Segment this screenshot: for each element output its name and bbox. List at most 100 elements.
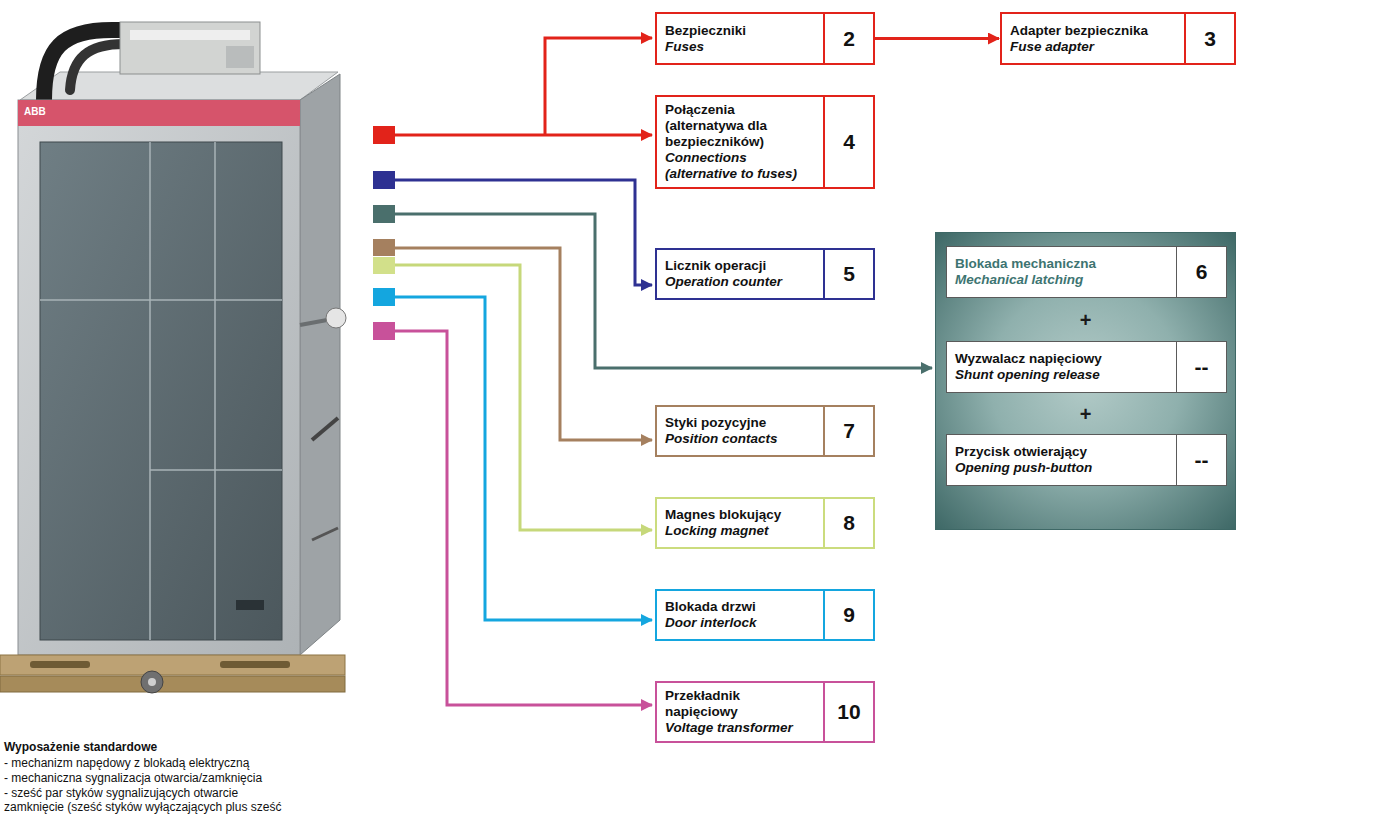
contactor-photo: [0, 22, 346, 693]
window-line: [40, 299, 282, 301]
leader-line: [395, 248, 652, 440]
leader-line: [395, 265, 652, 530]
connector-arrow: [875, 37, 999, 40]
component-box: Styki pozycyjnePosition contacts7: [655, 405, 875, 457]
window-line: [214, 142, 216, 640]
component-box: Magnes blokującyLocking magnet8: [655, 497, 875, 549]
text-column: Magnes blokującyLocking magnet: [657, 499, 823, 547]
callout-number: 4: [823, 97, 873, 187]
callout-number: 8: [823, 499, 873, 547]
polish-name: Licznik operacji: [665, 258, 815, 274]
text-column: Przycisk otwierającyOpening push-button: [947, 435, 1176, 485]
leader-lines: [395, 38, 932, 705]
english-name: Opening push-button: [955, 460, 1168, 476]
side-face: [300, 74, 340, 655]
component-box: Licznik operacjiOperation counter5: [655, 248, 875, 300]
callout-number: 7: [823, 407, 873, 455]
lever: [312, 418, 338, 440]
window-detail: [236, 600, 264, 610]
text-column: Połączenia (alternatywa dla bezpiecznikó…: [657, 97, 823, 187]
lever: [312, 528, 338, 540]
text-column: Styki pozycyjnePosition contacts: [657, 407, 823, 455]
color-square: [373, 257, 395, 274]
english-name: Shunt opening release: [955, 367, 1168, 383]
component-box: Przekładnik napięciowyVoltage transforme…: [655, 681, 875, 743]
color-square: [373, 239, 395, 256]
rail-slot: [30, 661, 90, 668]
component-box: BezpiecznikiFuses2: [655, 12, 875, 65]
polish-name: Adapter bezpiecznika: [1010, 23, 1176, 39]
text-column: Przekładnik napięciowyVoltage transforme…: [657, 683, 823, 741]
text-column: Blokada mechanicznaMechanical latching: [947, 247, 1176, 297]
fuse-holder-detail: [130, 30, 250, 40]
color-square: [373, 126, 395, 144]
leader-line: [395, 180, 652, 285]
polish-name: Blokada mechaniczna: [955, 256, 1168, 272]
leader-line: [395, 214, 932, 368]
leader-line: [395, 297, 652, 620]
list-item: zamknięcie (sześć styków wyłączających p…: [4, 800, 281, 815]
window-line: [150, 469, 282, 471]
plus-sign: +: [936, 403, 1235, 425]
text-column: Wyzwalacz napięciowyShunt opening releas…: [947, 342, 1176, 392]
callout-number: 10: [823, 683, 873, 741]
knob: [326, 308, 346, 328]
window-line: [149, 142, 151, 640]
component-box: Połączenia (alternatywa dla bezpiecznikó…: [655, 95, 875, 189]
front-window: [40, 142, 282, 640]
rail: [0, 676, 345, 692]
english-name: Fuse adapter: [1010, 39, 1176, 55]
text-column: Licznik operacjiOperation counter: [657, 250, 823, 298]
rail-knob: [141, 671, 163, 693]
component-box: Blokada drzwiDoor interlock9: [655, 589, 875, 641]
leader-line: [395, 331, 652, 705]
rail-slot: [220, 661, 290, 668]
callout-number: --: [1176, 435, 1226, 485]
component-box: Przycisk otwierającyOpening push-button-…: [946, 434, 1227, 486]
option-panel: + + Blokada mechanicznaMechanical latching…: [935, 232, 1236, 530]
english-name: Door interlock: [665, 615, 815, 631]
cable: [44, 30, 132, 100]
leader-line: [395, 134, 652, 137]
english-name: Position contacts: [665, 431, 815, 447]
cable: [70, 44, 124, 90]
component-box: Wyzwalacz napięciowyShunt opening releas…: [946, 341, 1227, 393]
color-square: [373, 322, 395, 340]
brand-label: ABB: [24, 106, 46, 118]
callout-number: 3: [1184, 14, 1234, 63]
polish-name: Magnes blokujący: [665, 507, 815, 523]
fuse-holder-detail: [226, 46, 254, 68]
plus-sign: +: [936, 309, 1235, 331]
callout-number: 9: [823, 591, 873, 639]
polish-name: Blokada drzwi: [665, 599, 815, 615]
section-heading: Wyposażenie standardowe: [4, 740, 157, 755]
polish-name: Wyzwalacz napięciowy: [955, 351, 1168, 367]
fuse-holder: [120, 22, 260, 74]
text-column: Blokada drzwiDoor interlock: [657, 591, 823, 639]
polish-name: Styki pozycyjne: [665, 415, 815, 431]
component-box: Blokada mechanicznaMechanical latching6: [946, 246, 1227, 298]
component-box: Adapter bezpiecznikaFuse adapter3: [1000, 12, 1236, 65]
polish-name: Bezpieczniki: [665, 23, 815, 39]
english-name: Operation counter: [665, 274, 815, 290]
callout-number: 5: [823, 250, 873, 298]
color-square: [373, 171, 395, 189]
text-column: BezpiecznikiFuses: [657, 14, 823, 63]
rail-knob: [148, 678, 156, 686]
callout-number: 6: [1176, 247, 1226, 297]
front-face: [18, 100, 300, 655]
english-name: Locking magnet: [665, 523, 815, 539]
list-item: - mechaniczna sygnalizacja otwarcia/zamk…: [4, 771, 262, 786]
english-name: Fuses: [665, 39, 815, 55]
english-name: Voltage transformer: [665, 720, 815, 736]
english-name: Mechanical latching: [955, 272, 1168, 288]
polish-name: Przekładnik napięciowy: [665, 688, 815, 720]
english-name: Connections (alternative to fuses): [665, 150, 815, 182]
polish-name: Przycisk otwierający: [955, 444, 1168, 460]
color-square: [373, 288, 395, 306]
text-column: Adapter bezpiecznikaFuse adapter: [1002, 14, 1184, 63]
color-square: [373, 205, 395, 223]
polish-name: Połączenia (alternatywa dla bezpiecznikó…: [665, 102, 815, 150]
